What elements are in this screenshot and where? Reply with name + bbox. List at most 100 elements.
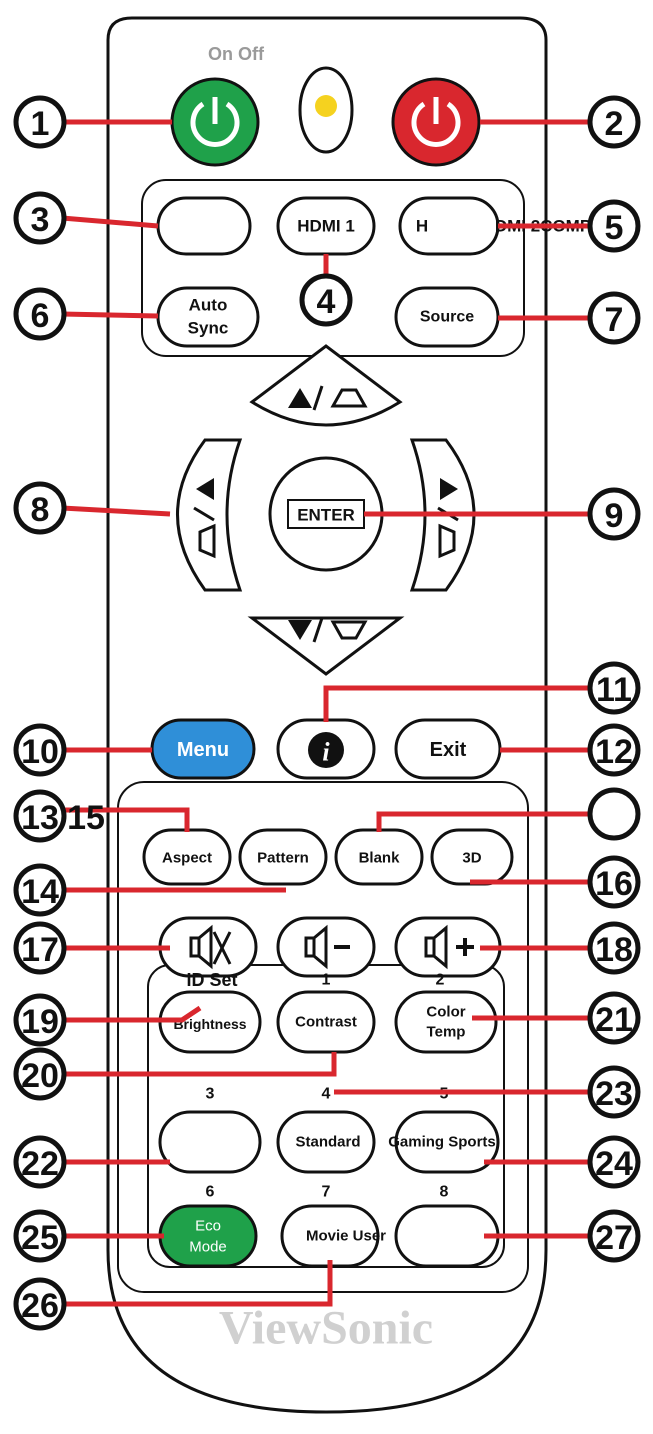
callout-11: 11 xyxy=(587,661,641,715)
svg-text:23: 23 xyxy=(595,1075,633,1113)
standard-button[interactable]: Standard xyxy=(276,1110,376,1174)
gaming-sports-button[interactable]: Gaming Sports xyxy=(388,1110,500,1174)
svg-text:2: 2 xyxy=(605,105,624,143)
callout-21: 21 xyxy=(587,991,641,1045)
key-3-button[interactable] xyxy=(158,1110,262,1174)
color-temp-line2: Temp xyxy=(427,1024,466,1041)
svg-text:7: 7 xyxy=(605,301,624,339)
leader-15 xyxy=(376,811,592,832)
leader-3 xyxy=(61,215,159,229)
key-8-label: 8 xyxy=(440,1184,449,1201)
callout-20: 20 xyxy=(13,1047,67,1101)
power-icon xyxy=(411,97,461,147)
leader-26 xyxy=(62,1260,333,1307)
brand-logo: ViewSonic xyxy=(219,1302,433,1355)
callout-1: 1 xyxy=(13,95,67,149)
power-off-button[interactable] xyxy=(391,77,481,167)
callout-22: 22 xyxy=(13,1135,67,1189)
pattern-label: Pattern xyxy=(257,850,309,867)
hdmi2-button[interactable]: H xyxy=(398,196,500,256)
mute-button[interactable] xyxy=(158,916,258,978)
leader-13 xyxy=(62,807,190,832)
svg-text:3: 3 xyxy=(31,201,50,239)
eco-mode-button[interactable]: Eco Mode xyxy=(158,1204,258,1268)
callout-14: 14 xyxy=(13,863,67,917)
down-button[interactable] xyxy=(247,616,405,676)
svg-text:8: 8 xyxy=(31,491,50,529)
callout-18: 18 xyxy=(587,921,641,975)
callout-6: 6 xyxy=(13,287,67,341)
key-6-label: 6 xyxy=(206,1184,215,1201)
aspect-label: Aspect xyxy=(162,850,212,867)
hdmi1-label: HDMI 1 xyxy=(297,217,355,236)
callout-24: 24 xyxy=(587,1135,641,1189)
svg-text:21: 21 xyxy=(595,1001,633,1039)
key-3-label: 3 xyxy=(206,1086,215,1103)
svg-text:1: 1 xyxy=(31,105,50,143)
eco-mode-line1: Eco xyxy=(195,1218,221,1235)
leader-11 xyxy=(323,685,592,722)
hdmi2-label: H xyxy=(416,217,428,236)
svg-text:24: 24 xyxy=(595,1145,633,1183)
enter-label: ENTER xyxy=(297,506,355,525)
hdmi1-button[interactable]: HDMI 1 xyxy=(276,196,376,256)
callout-23: 23 xyxy=(587,1065,641,1119)
pattern-button[interactable]: Pattern xyxy=(238,828,328,886)
svg-text:10: 10 xyxy=(21,733,59,771)
standard-label: Standard xyxy=(295,1134,360,1151)
power-label: On Off xyxy=(208,44,265,64)
svg-text:27: 27 xyxy=(595,1219,633,1257)
svg-text:14: 14 xyxy=(21,873,59,911)
comp-button[interactable] xyxy=(156,196,252,256)
brightness-label: Brightness xyxy=(173,1016,246,1032)
exit-button[interactable]: Exit xyxy=(394,718,502,780)
power-on-button[interactable] xyxy=(170,77,260,167)
up-button[interactable] xyxy=(249,344,403,427)
svg-text:22: 22 xyxy=(21,1145,59,1183)
volume-down-icon xyxy=(304,924,350,970)
leader-19 xyxy=(62,1005,202,1023)
color-temp-button[interactable]: Color Temp xyxy=(394,990,498,1054)
svg-text:18: 18 xyxy=(595,931,633,969)
3d-button[interactable]: 3D xyxy=(430,828,514,886)
status-led xyxy=(298,66,354,154)
leader-8 xyxy=(61,505,171,517)
leader-20 xyxy=(62,1052,337,1077)
contrast-button[interactable]: Contrast xyxy=(276,990,376,1054)
keystone-left-icon xyxy=(193,478,216,559)
volume-up-icon xyxy=(424,924,474,970)
user-button[interactable] xyxy=(394,1204,500,1268)
menu-button[interactable]: Menu xyxy=(150,718,256,780)
power-icon xyxy=(190,97,240,147)
movie-button[interactable]: Movie User xyxy=(280,1204,386,1268)
svg-text:5: 5 xyxy=(605,209,624,247)
aspect-button[interactable]: Aspect xyxy=(142,828,232,886)
callout-17: 17 xyxy=(13,921,67,975)
source-button[interactable]: Source xyxy=(394,286,500,348)
key-4-label: 4 xyxy=(322,1086,331,1103)
volume-down-button[interactable] xyxy=(276,916,376,978)
svg-text:20: 20 xyxy=(21,1057,59,1095)
callout-16: 16 xyxy=(587,855,641,909)
id-set-label: ID Set xyxy=(186,970,237,990)
volume-up-button[interactable] xyxy=(394,916,502,978)
color-temp-line1: Color xyxy=(426,1004,465,1021)
callout-12: 12 xyxy=(587,723,641,777)
callout-3: 3 xyxy=(13,191,67,245)
auto-sync-button[interactable]: Auto Sync xyxy=(156,286,260,348)
callout-19: 19 xyxy=(13,993,67,1047)
left-button[interactable] xyxy=(176,438,243,592)
svg-text:16: 16 xyxy=(595,865,633,903)
callout-26: 26 xyxy=(13,1277,67,1331)
callout-15 xyxy=(587,787,641,841)
callout-4: 4 xyxy=(299,273,353,327)
svg-text:11: 11 xyxy=(596,671,632,709)
info-button[interactable]: i xyxy=(276,718,376,780)
enter-button[interactable]: ENTER xyxy=(268,456,384,572)
svg-text:6: 6 xyxy=(31,297,50,335)
eco-mode-line2: Mode xyxy=(189,1239,227,1256)
contrast-label: Contrast xyxy=(295,1014,357,1031)
blank-button[interactable]: Blank xyxy=(334,828,424,886)
svg-text:13: 13 xyxy=(21,799,59,837)
3d-label: 3D xyxy=(462,850,481,867)
